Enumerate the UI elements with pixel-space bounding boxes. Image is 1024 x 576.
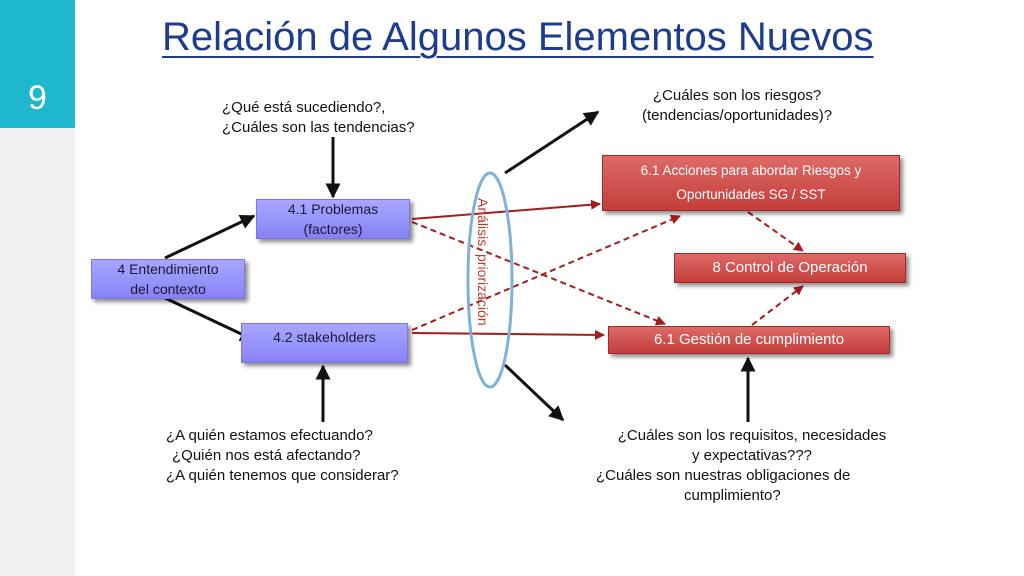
box-control: 8 Control de Operación	[674, 253, 906, 283]
box-problems-label: 4.1 Problemas (factores)	[287, 201, 379, 237]
question-line: ¿A quién estamos efectuando?	[166, 427, 373, 444]
question-top-left: ¿Qué está sucediendo?, ¿Cuáles son las t…	[222, 98, 415, 138]
question-bottom-left: ¿A quién estamos efectuando? ¿Quién nos …	[166, 426, 399, 486]
box-actions-label: 6.1 Acciones para abordar Riesgos y Opor…	[640, 163, 862, 202]
question-line: ¿Cuáles son nuestras obligaciones de	[596, 467, 851, 484]
box-problems: 4.1 Problemas (factores)	[256, 199, 410, 239]
arrow-analysis-to-risks	[504, 110, 600, 175]
analysis-label: Análisis, priorización	[475, 198, 491, 326]
box-context-label: 4 Entendimiento del contexto	[117, 261, 219, 297]
dashed-problems-to-compliance	[411, 221, 666, 326]
dashed-stakeholders-to-actions	[411, 214, 681, 331]
question-top-right: ¿Cuáles son los riesgos? (tendencias/opo…	[642, 86, 832, 126]
slide-number-badge: 9	[0, 0, 75, 128]
box-actions: 6.1 Acciones para abordar Riesgos y Opor…	[602, 155, 900, 211]
question-line: ¿Cuáles son las tendencias?	[222, 119, 415, 136]
question-line: cumplimiento?	[684, 487, 781, 504]
box-compliance-label: 6.1 Gestión de cumplimiento	[653, 331, 845, 348]
question-line: y expectativas???	[691, 447, 813, 464]
slide-title: Relación de Algunos Elementos Nuevos	[162, 15, 874, 59]
dashed-actions-to-control	[747, 211, 804, 252]
dashed-compliance-to-control	[751, 285, 804, 326]
arrow-context-to-stakeholders	[164, 296, 256, 342]
question-line: ¿Cuáles son los requisitos, necesidades	[617, 427, 887, 444]
box-stakeholders-label: 4.2 stakeholders	[273, 329, 376, 345]
question-line: (tendencias/oportunidades)?	[642, 107, 833, 124]
question-line: ¿Quién nos está afectando?	[172, 447, 361, 464]
box-context: 4 Entendimiento del contexto	[91, 259, 245, 299]
box-compliance: 6.1 Gestión de cumplimiento	[608, 326, 890, 354]
arrow-context-to-problems	[164, 214, 256, 260]
question-line: ¿Qué está sucediendo?,	[222, 99, 386, 116]
box-control-label: 8 Control de Operación	[712, 259, 868, 276]
arrow-analysis-to-requirements	[503, 363, 565, 422]
box-stakeholders: 4.2 stakeholders	[241, 323, 408, 363]
question-line: ¿A quién tenemos que considerar?	[166, 467, 399, 484]
question-line: ¿Cuáles son los riesgos?	[652, 87, 822, 104]
question-bottom-right: ¿Cuáles son los requisitos, necesidades …	[596, 426, 908, 506]
analysis-ellipse	[466, 171, 514, 389]
slide-number: 9	[28, 79, 47, 117]
